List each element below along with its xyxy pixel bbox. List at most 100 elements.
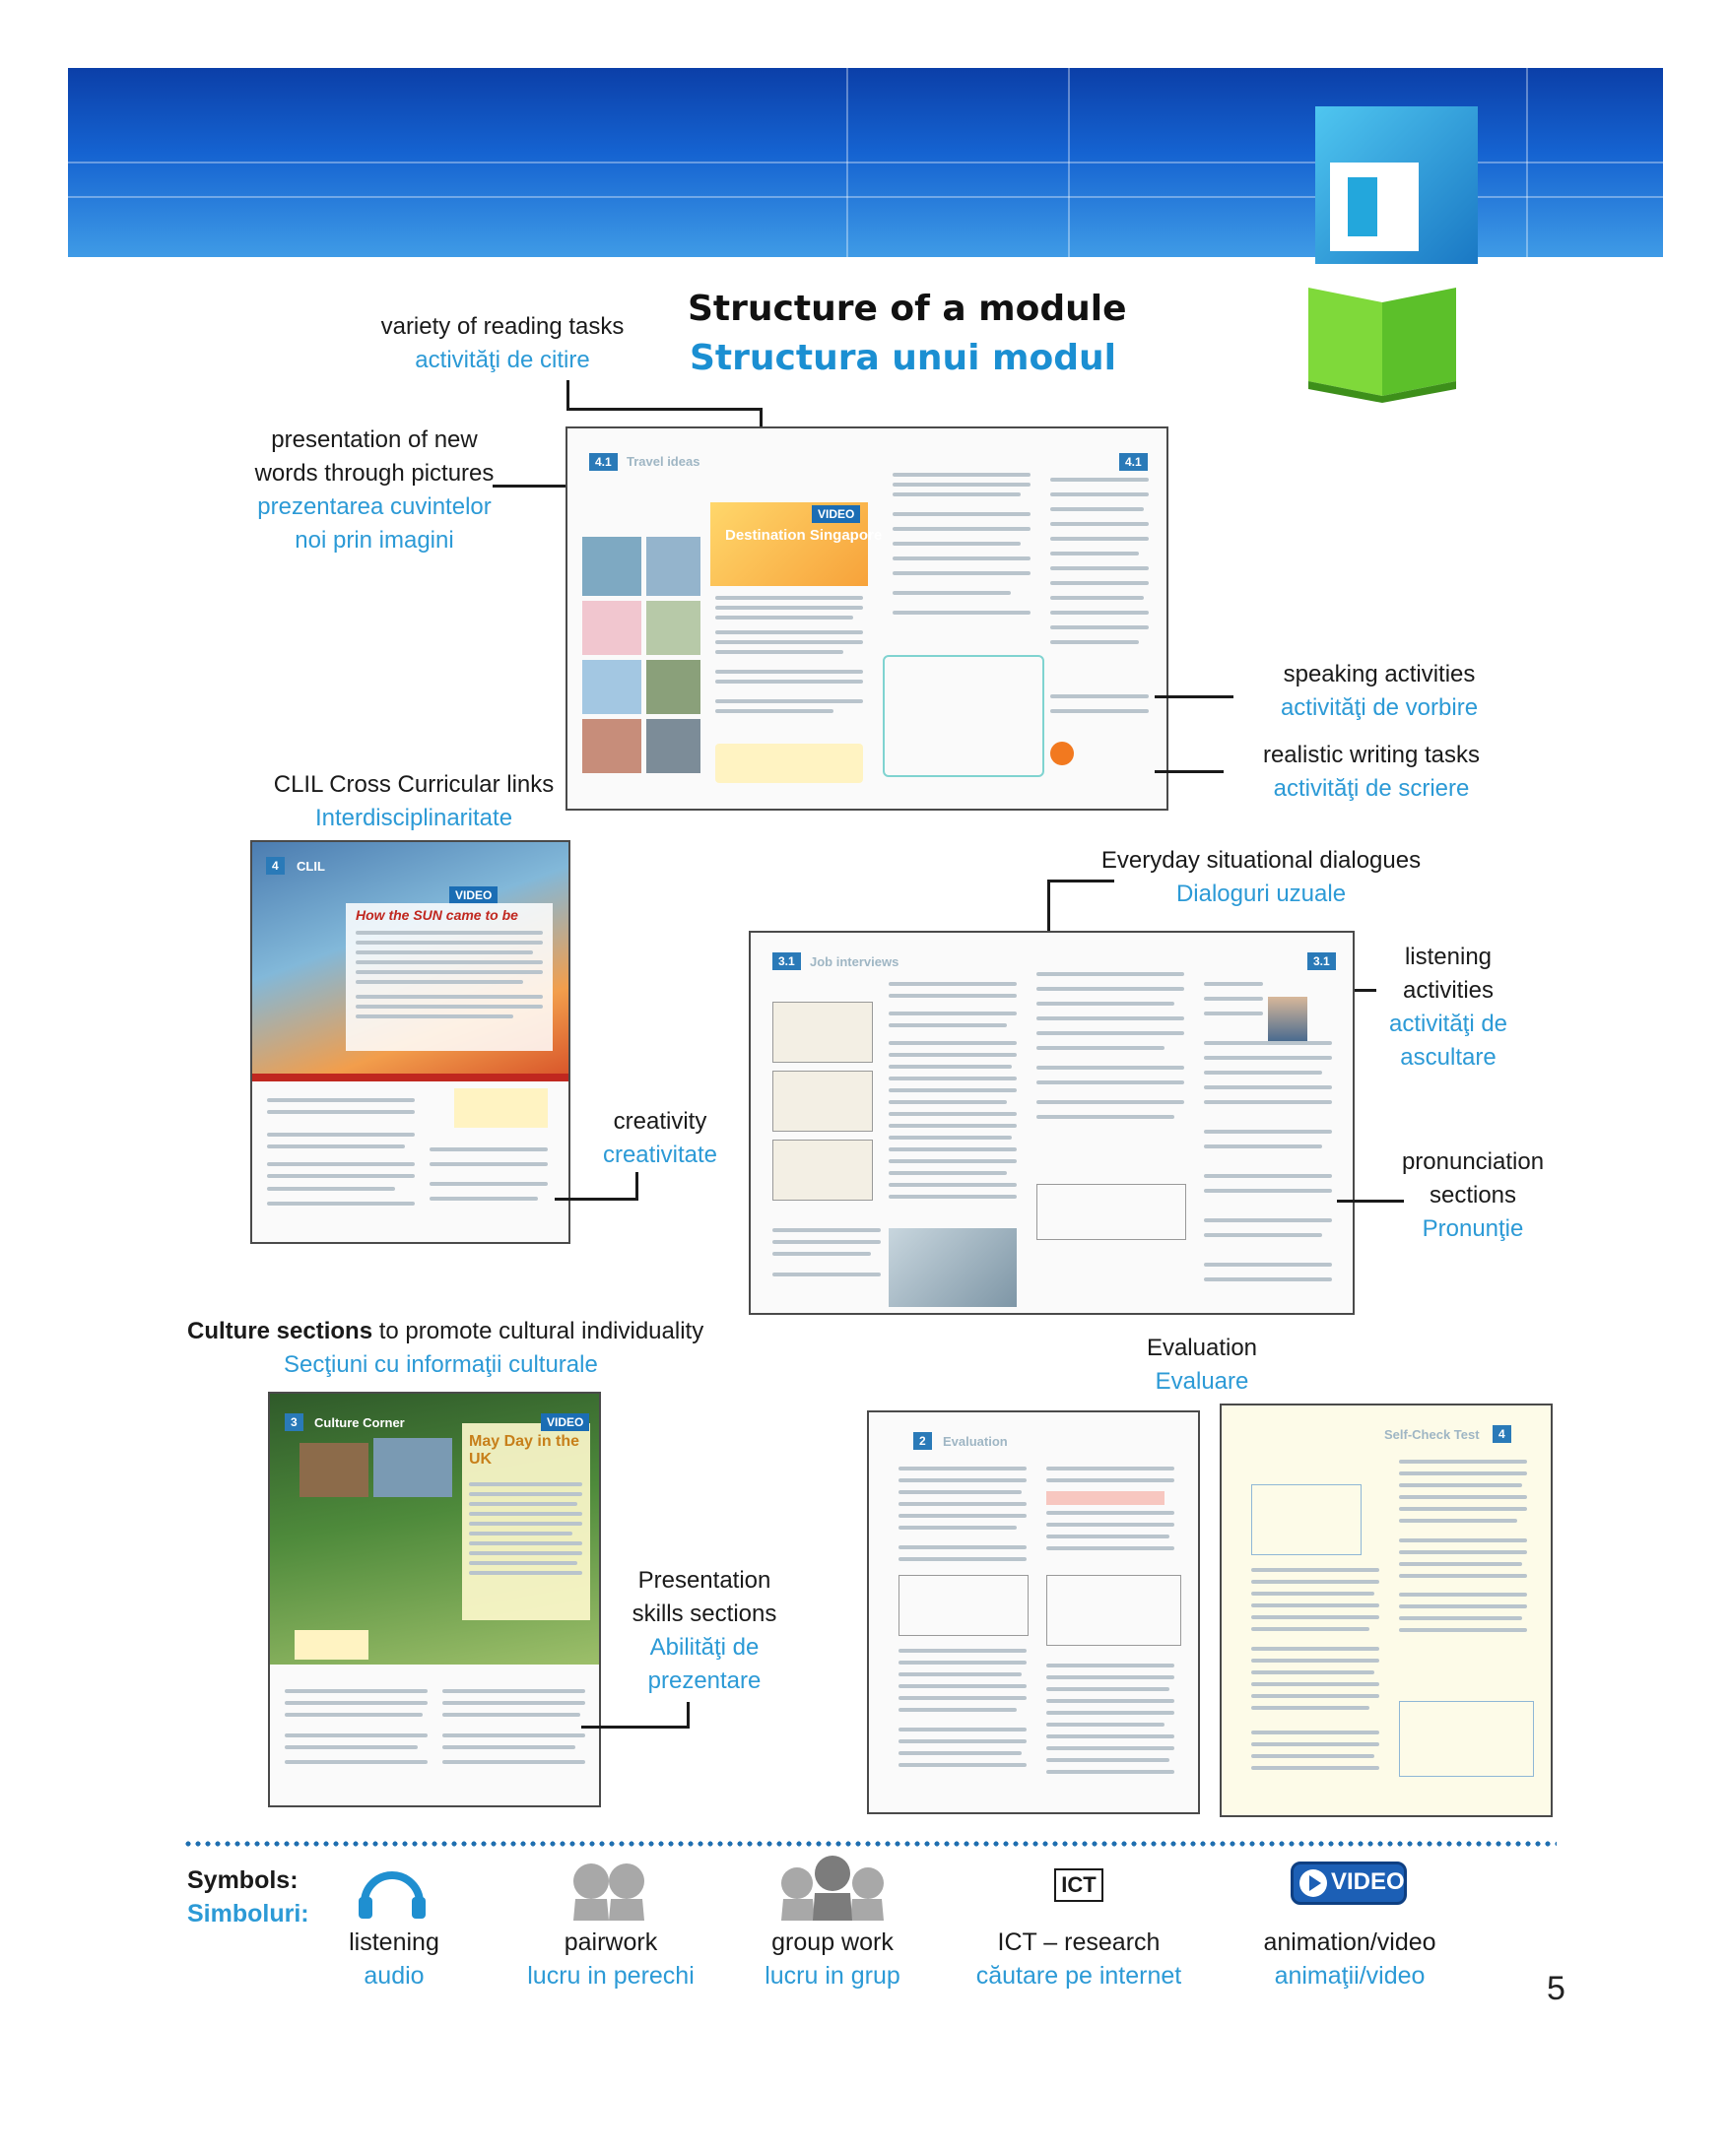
unit-badge: 4	[1493, 1425, 1511, 1443]
connector	[581, 1726, 690, 1729]
symbol-ict-ro: căutare pe internet	[975, 1962, 1182, 1990]
label-presentation-ro2: prezentare	[647, 1667, 762, 1694]
symbol-listening-en: listening	[349, 1928, 439, 1956]
symbol-video: animation/video animaţii/video	[1246, 1926, 1453, 1993]
symbol-groupwork-ro: lucru in grup	[765, 1962, 900, 1990]
label-reading-ro: activităţi de citire	[415, 347, 590, 373]
label-creativity-en: creativity	[613, 1108, 707, 1135]
label-evaluation: Evaluation Evaluare	[1113, 1332, 1291, 1399]
label-pronunciation-en1: pronunciation	[1401, 1148, 1545, 1175]
thumb-title: CLIL	[297, 859, 325, 874]
unit-badge: 3.1	[772, 952, 801, 970]
label-speaking-ro: activităţi de vorbire	[1280, 694, 1479, 721]
label-clil-en: CLIL Cross Curricular links	[273, 771, 555, 798]
connector	[1155, 695, 1233, 698]
divider	[183, 1841, 1557, 1847]
label-creativity-ro: creativitate	[602, 1142, 718, 1168]
symbol-video-ro: animaţii/video	[1274, 1962, 1426, 1990]
thumb-culture-corner: 3 Culture Corner May Day in the UK VIDEO	[268, 1392, 601, 1807]
label-listening: listening activities activităţi de ascul…	[1379, 941, 1517, 1075]
unit-badge: 3	[285, 1413, 303, 1431]
page-title-ro: Structura unui modul	[690, 338, 1117, 378]
label-writing: realistic writing tasks activităţi de sc…	[1214, 739, 1529, 806]
label-clil: CLIL Cross Curricular links Interdiscipl…	[271, 768, 557, 835]
connector	[1155, 770, 1224, 773]
thumb-title: Self-Check Test	[1384, 1427, 1480, 1442]
symbol-groupwork-en: group work	[771, 1928, 894, 1956]
label-speaking: speaking activities activităţi de vorbir…	[1231, 658, 1527, 725]
unit-badge: 3.1	[1307, 952, 1336, 970]
label-presentation: Presentation skills sections Abilităţi d…	[621, 1564, 788, 1698]
video-icon: VIDEO	[541, 1413, 590, 1431]
thumb-title: Evaluation	[943, 1434, 1008, 1449]
label-listening-ro1: activităţi de	[1388, 1011, 1508, 1037]
video-icon: VIDEO	[1291, 1862, 1407, 1905]
headphones-icon	[359, 1871, 426, 1919]
label-pronunciation: pronunciation sections Pronunţie	[1374, 1145, 1571, 1246]
label-reading: variety of reading tasks activităţi de c…	[374, 310, 631, 377]
connector	[555, 1198, 638, 1201]
label-pronunciation-ro: Pronunţie	[1422, 1215, 1524, 1242]
thumb-tag: May Day in the UK	[469, 1433, 580, 1468]
connector	[1047, 880, 1114, 882]
connector	[566, 408, 762, 411]
label-vocab-ro1: prezentarea cuvintelor	[257, 493, 492, 520]
thumb-evaluation: 2 Evaluation	[867, 1410, 1200, 1814]
symbols-heading-en: Symbols:	[187, 1866, 299, 1894]
ict-icon: ICT	[1054, 1868, 1103, 1902]
thumb-travel-ideas: 4.1 Travel ideas Destination Singapore V…	[566, 426, 1168, 811]
pairwork-icon	[573, 1863, 644, 1921]
thumb-title: Culture Corner	[314, 1415, 405, 1430]
groupwork-icon	[781, 1856, 884, 1921]
symbol-listening-ro: audio	[364, 1962, 425, 1990]
symbol-groupwork: group work lucru in grup	[734, 1926, 931, 1993]
symbol-ict: ICT – research căutare pe internet	[975, 1926, 1182, 1993]
thumb-tag: Destination Singapore	[725, 527, 883, 544]
label-presentation-ro1: Abilităţi de	[649, 1634, 760, 1661]
label-evaluation-en: Evaluation	[1146, 1335, 1258, 1361]
book-icon	[1308, 288, 1456, 403]
thumb-tag: How the SUN came to be	[356, 907, 518, 923]
label-listening-en2: activities	[1402, 977, 1495, 1004]
symbol-video-en: animation/video	[1263, 1928, 1436, 1956]
symbols-heading-ro: Simboluri:	[187, 1900, 309, 1927]
thumb-title: Job interviews	[810, 954, 899, 969]
page-title-en: Structure of a module	[688, 289, 1127, 329]
unit-badge: 4.1	[1119, 453, 1148, 471]
symbol-pairwork: pairwork lucru in perechi	[512, 1926, 709, 1993]
label-vocab-en1: presentation of new	[271, 426, 478, 453]
connector	[1335, 989, 1376, 992]
thumb-job-interviews: 3.1 Job interviews 3.1	[749, 931, 1355, 1315]
symbol-ict-en: ICT – research	[997, 1928, 1161, 1956]
label-culture-en-bold: Culture sections	[187, 1318, 373, 1344]
label-culture: Culture sections to promote cultural ind…	[187, 1315, 778, 1382]
label-vocab-ro2: noi prin imagini	[295, 527, 454, 554]
label-listening-en1: listening	[1404, 944, 1493, 970]
connector	[493, 485, 586, 488]
symbol-listening: listening audio	[315, 1926, 473, 1993]
video-icon: VIDEO	[812, 505, 861, 523]
video-icon: VIDEO	[449, 886, 499, 904]
label-reading-en: variety of reading tasks	[380, 313, 625, 340]
connector	[687, 1702, 690, 1728]
connector	[1337, 1200, 1404, 1203]
page-number: 5	[1547, 1970, 1565, 2007]
label-creativity: creativity creativitate	[581, 1105, 739, 1172]
label-clil-ro: Interdisciplinaritate	[314, 805, 513, 831]
connector	[635, 1172, 638, 1200]
label-pronunciation-en2: sections	[1429, 1182, 1517, 1209]
label-evaluation-ro: Evaluare	[1155, 1368, 1249, 1395]
video-icon-label: VIDEO	[1331, 1868, 1405, 1895]
label-dialogues: Everyday situational dialogues Dialoguri…	[1084, 844, 1438, 911]
connector	[566, 380, 569, 410]
label-listening-ro2: ascultare	[1400, 1044, 1497, 1071]
label-culture-en-rest: to promote cultural individuality	[372, 1318, 704, 1344]
label-presentation-en2: skills sections	[632, 1601, 777, 1627]
symbols-heading: Symbols: Simboluri:	[187, 1863, 309, 1930]
unit-badge: 2	[913, 1432, 932, 1450]
label-vocab: presentation of new words through pictur…	[246, 424, 502, 557]
thumb-self-check: Self-Check Test 4	[1220, 1404, 1553, 1817]
label-presentation-en1: Presentation	[637, 1567, 771, 1594]
banner-square-split	[1377, 177, 1407, 236]
unit-badge: 4	[266, 857, 285, 875]
